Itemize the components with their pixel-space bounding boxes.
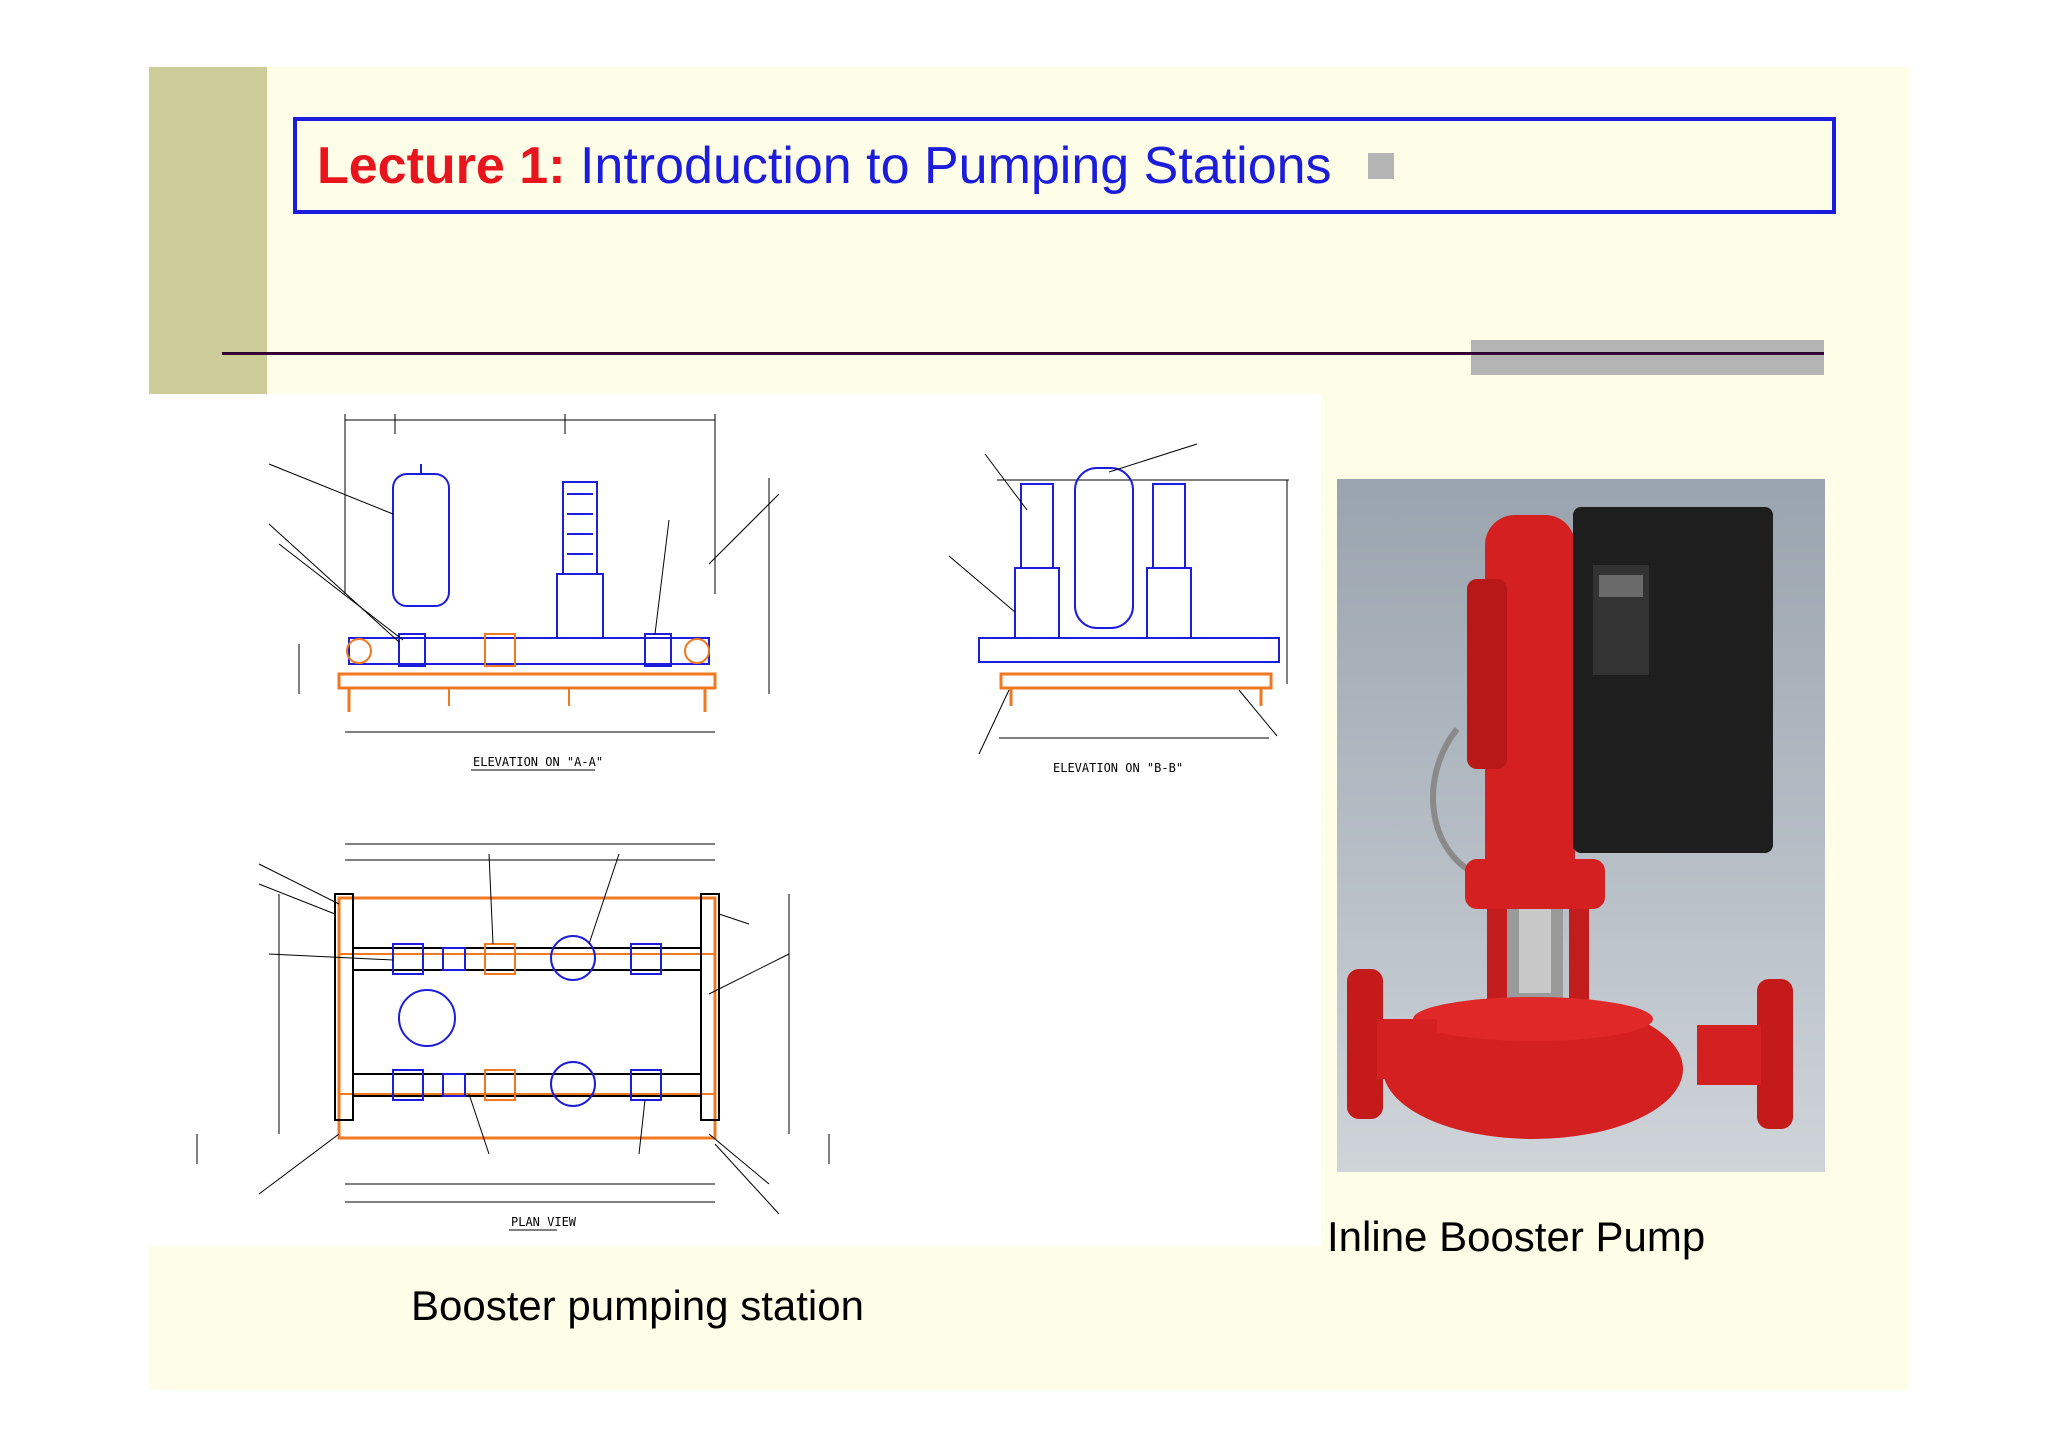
elevation-a-view xyxy=(268,414,780,771)
plan-view-label: PLAN VIEW xyxy=(511,1215,577,1229)
drawing-svg: ELEVATION ON "A-A" xyxy=(196,414,1289,1231)
header-divider xyxy=(222,352,1824,355)
booster-station-drawing: ELEVATION ON "A-A" xyxy=(149,394,1321,1246)
title-text: Introduction to Pumping Stations xyxy=(565,136,1332,195)
pump-illustration xyxy=(1347,507,1793,1139)
title-prefix: Lecture 1: xyxy=(317,136,566,195)
slide-side-bar xyxy=(149,67,267,394)
header-accent-bar xyxy=(1471,340,1824,375)
elevation-b-label: ELEVATION ON "B-B" xyxy=(1053,761,1183,775)
photo-caption: Inline Booster Pump xyxy=(1327,1213,1706,1260)
drawing-caption: Booster pumping station xyxy=(411,1282,864,1329)
plan-view xyxy=(196,843,830,1231)
elevation-a-label: ELEVATION ON "A-A" xyxy=(473,755,603,769)
bullet-square-icon xyxy=(1367,152,1394,179)
elevation-b-view xyxy=(948,443,1289,755)
title-box: Lecture 1: Introduction to Pumping Stati… xyxy=(293,117,1836,214)
inline-booster-pump-photo xyxy=(1337,479,1825,1172)
